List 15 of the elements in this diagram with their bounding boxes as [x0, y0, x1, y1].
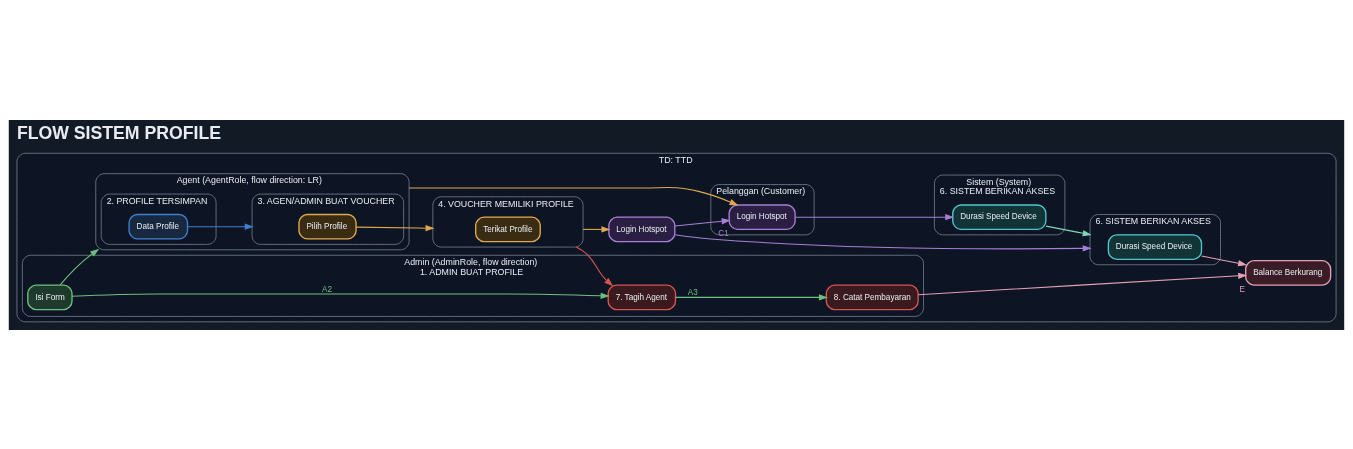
arrow	[71, 292, 610, 299]
arrow	[674, 217, 731, 227]
arrow	[674, 233, 1092, 252]
diagram-title: FLOW SISTEM PROFILE	[16, 122, 221, 143]
arrow	[187, 223, 254, 230]
arrow	[1201, 255, 1248, 266]
arrow	[59, 248, 100, 285]
arrow	[675, 293, 828, 301]
arrow	[1045, 225, 1092, 236]
arrow	[794, 213, 955, 220]
arrow	[408, 186, 739, 206]
arrow	[917, 272, 1248, 295]
arrow	[575, 246, 614, 286]
arrow	[582, 225, 611, 233]
arrow	[355, 224, 435, 231]
